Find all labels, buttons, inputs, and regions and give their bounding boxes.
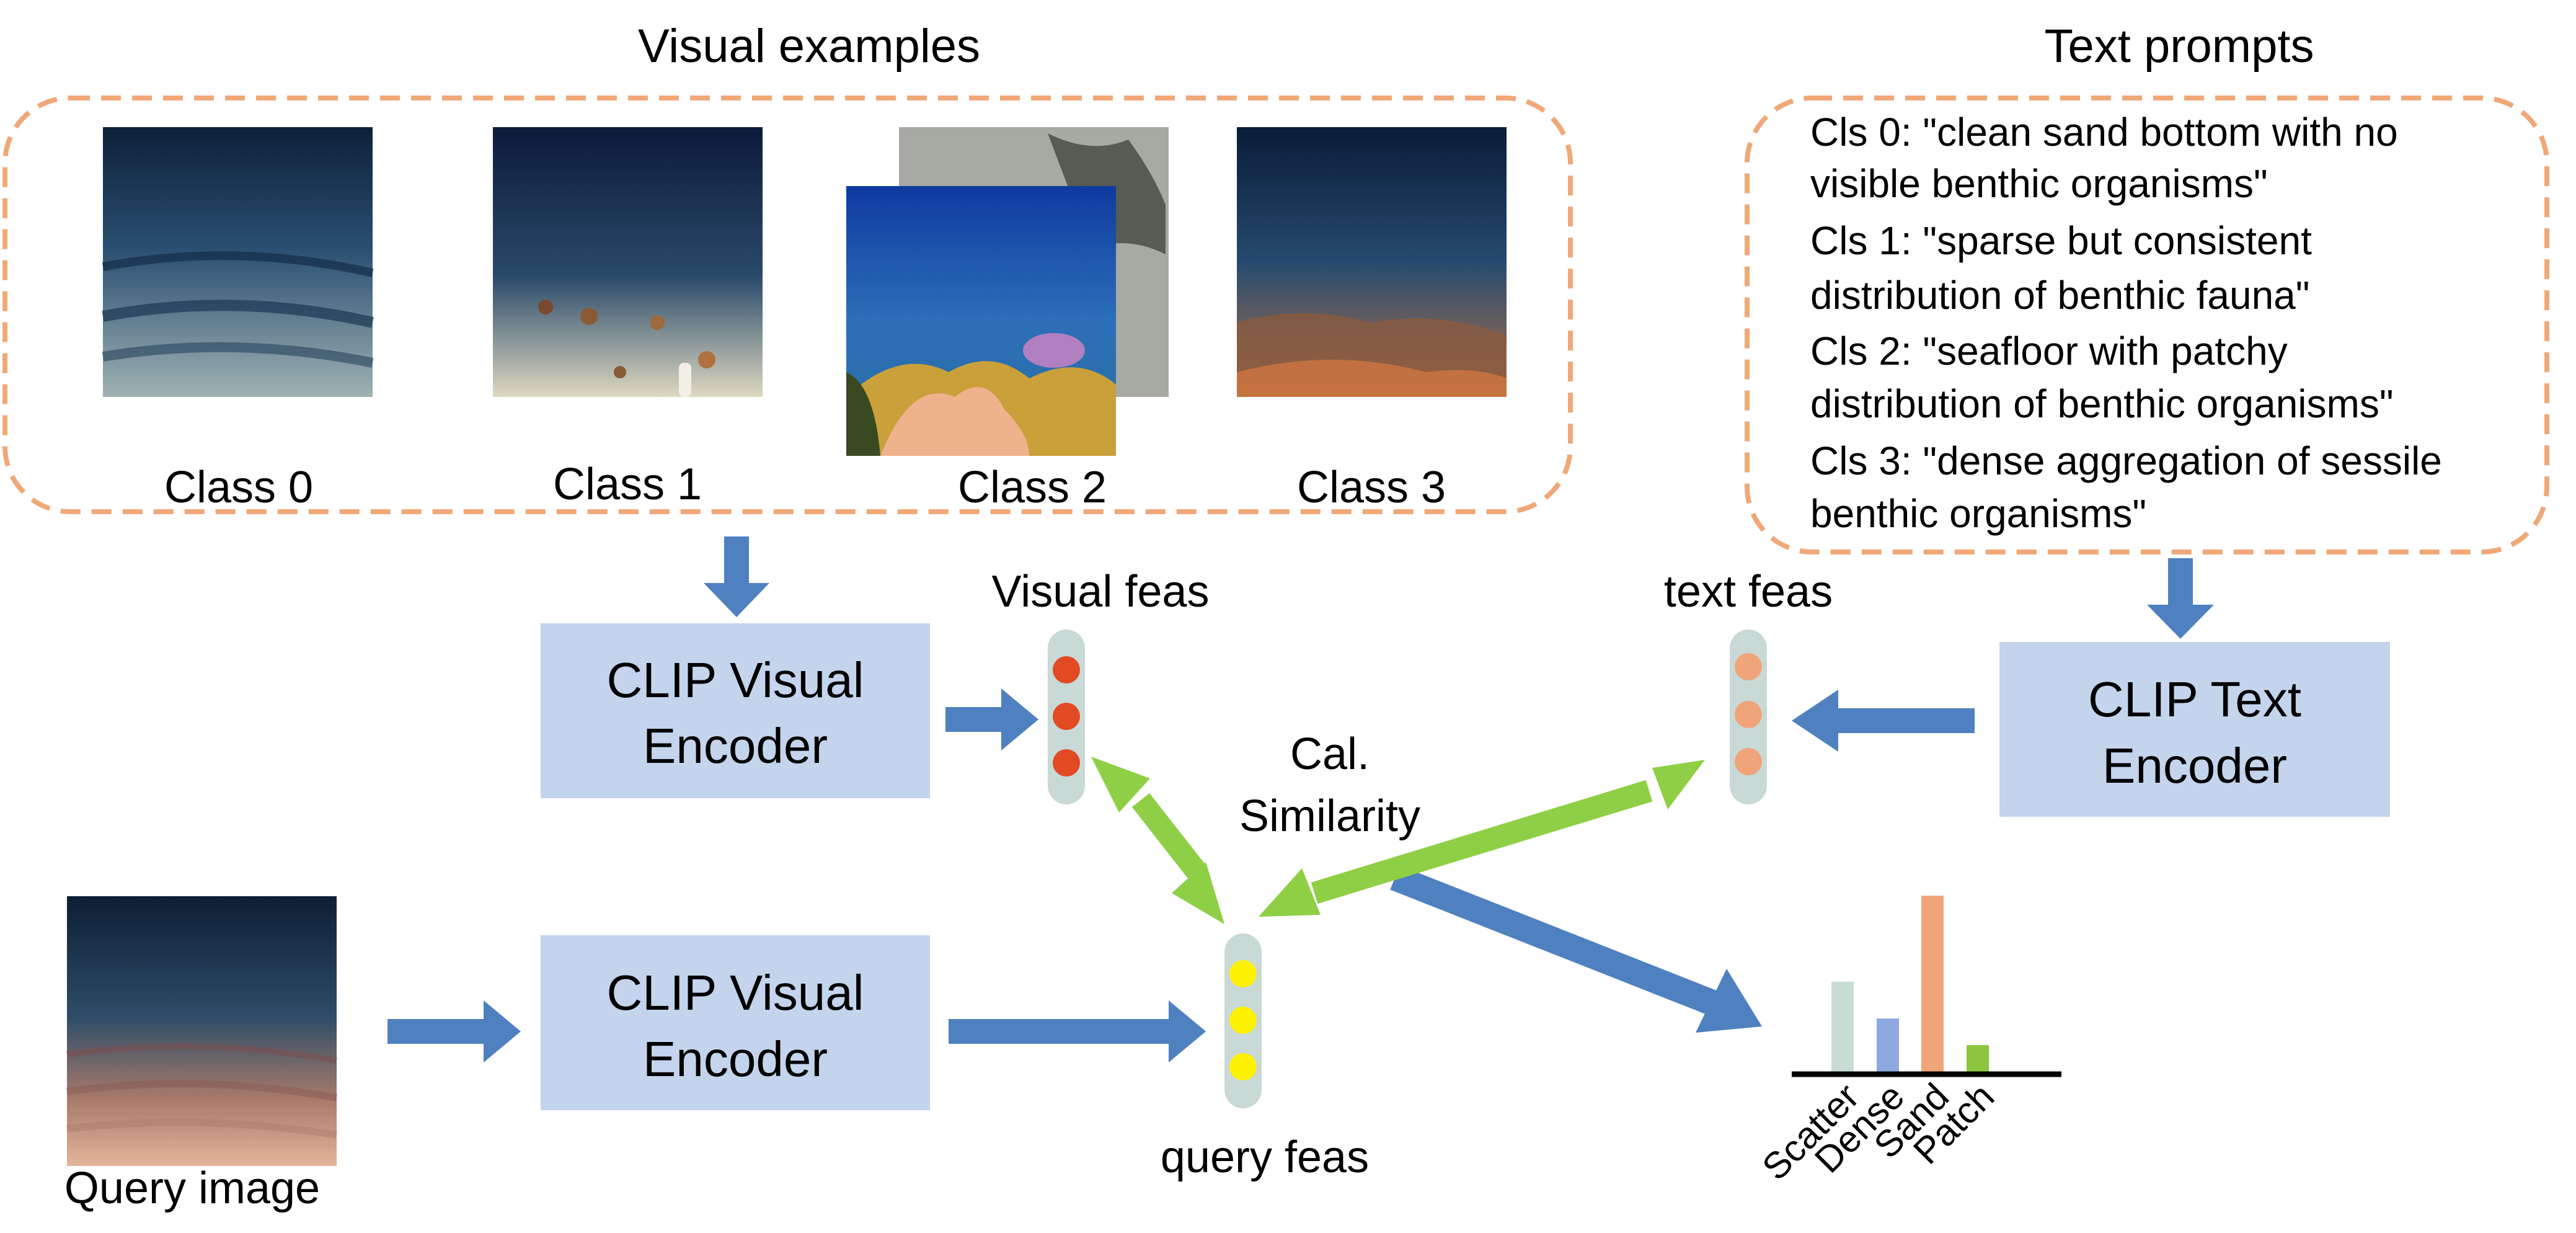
- prompt-line: benthic organisms": [1810, 491, 2146, 536]
- feature-dot: [1229, 1007, 1257, 1034]
- class-1-image: [493, 127, 763, 397]
- arrow-text-encoder-to-feas: [1792, 690, 1975, 752]
- class-0-label: Class 0: [164, 463, 313, 512]
- class-3-image: [1237, 127, 1507, 397]
- encoder-label: CLIP Visual: [606, 652, 864, 708]
- encoder-label: CLIP Text: [2088, 672, 2301, 727]
- query-image-label: Query image: [64, 1164, 320, 1213]
- arrow-query-image-to-encoder: [387, 1000, 521, 1062]
- text-feas-label: text feas: [1664, 567, 1833, 616]
- text-prompts: Cls 0: "clean sand bottom with no visibl…: [1810, 110, 2442, 536]
- encoder-label: Encoder: [2102, 738, 2287, 793]
- chart-bar-patch: [1967, 1045, 1989, 1072]
- feature-dot: [1229, 960, 1257, 987]
- text-prompts-title: Text prompts: [2044, 20, 2314, 73]
- chart-bars: [1831, 896, 1989, 1072]
- arrow-down-to-text-encoder: [2147, 558, 2214, 639]
- visual-examples-frame: [2, 96, 1573, 514]
- encoder-label: CLIP Visual: [606, 965, 864, 1020]
- feature-dot: [1735, 653, 1762, 680]
- clip-visual-encoder-top: CLIP Visual Encoder: [541, 623, 930, 798]
- text-prompts-frame: [1745, 96, 2549, 554]
- similarity-label: Cal.: [1290, 729, 1370, 779]
- prompt-line: Cls 2: "seafloor with patchy: [1810, 329, 2288, 373]
- visual-examples-title: Visual examples: [638, 20, 980, 73]
- green-double-arrow-text: [1259, 760, 1705, 917]
- chart-bar-sand: [1921, 896, 1944, 1072]
- text-features-bar: [1730, 630, 1767, 804]
- feature-dot: [1053, 656, 1080, 683]
- query-feas-label: query feas: [1161, 1133, 1369, 1182]
- visual-features-bar: [1048, 630, 1085, 804]
- class-1-label: Class 1: [553, 460, 702, 509]
- visual-feas-label: Visual feas: [992, 567, 1210, 616]
- green-double-arrow-visual: [1091, 757, 1224, 924]
- feature-dot: [1053, 703, 1080, 730]
- feature-dot: [1053, 749, 1080, 777]
- prompt-line: visible benthic organisms": [1810, 161, 2268, 206]
- arrow-visual-encoder-to-feas: [945, 688, 1038, 750]
- feature-dot: [1229, 1053, 1257, 1080]
- class-2-label: Class 2: [958, 463, 1107, 512]
- class-3-label: Class 3: [1297, 463, 1446, 512]
- feature-dot: [1735, 701, 1762, 728]
- arrow-down-to-visual-encoder: [704, 536, 769, 617]
- feature-dot: [1735, 748, 1762, 775]
- class-0-image: [102, 127, 374, 397]
- arrow-similarity-to-chart: [1390, 865, 1762, 1033]
- clip-visual-encoder-bottom: CLIP Visual Encoder: [541, 935, 930, 1110]
- prompt-line: distribution of benthic fauna": [1810, 273, 2309, 318]
- encoder-label: Encoder: [643, 718, 828, 773]
- chart-bar-dense: [1877, 1018, 1899, 1072]
- prompt-line: Cls 0: "clean sand bottom with no: [1810, 110, 2398, 154]
- query-features-bar: [1224, 933, 1262, 1108]
- similarity-label: Similarity: [1239, 791, 1420, 841]
- prompt-line: distribution of benthic organisms": [1810, 381, 2394, 426]
- arrow-encoder-to-query-feas: [949, 1000, 1206, 1062]
- prompt-line: Cls 3: "dense aggregation of sessile: [1810, 438, 2442, 483]
- prompt-line: Cls 1: "sparse but consistent: [1810, 218, 2312, 263]
- chart-bar-scatter: [1831, 981, 1854, 1072]
- class-2-image: [846, 127, 1169, 456]
- query-image: [66, 896, 338, 1166]
- encoder-label: Encoder: [643, 1031, 828, 1087]
- clip-text-encoder: CLIP Text Encoder: [1999, 642, 2390, 817]
